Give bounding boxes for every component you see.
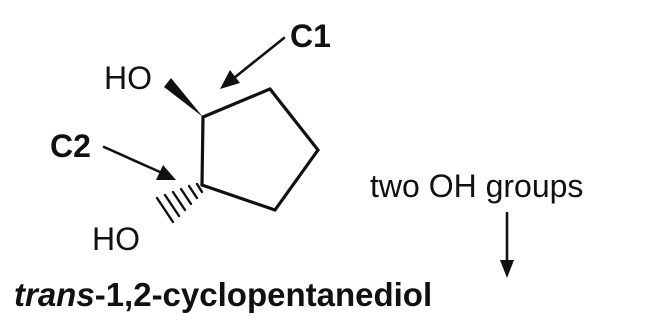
ring-bond-c1-c5 [201, 87, 272, 119]
wedge-bond-c1-oh [164, 78, 203, 117]
cyclopentane-ring [200, 87, 320, 212]
ring-bond-c3-c2 [200, 183, 277, 212]
bottom-hydroxyl-label: HO [92, 221, 140, 257]
compound-name: trans-1,2-cyclopentanediol [14, 276, 432, 313]
ring-bond-c2-c1 [200, 115, 205, 187]
c2-arrow-head [156, 165, 176, 180]
compound-name-rest: -1,2-cyclopentanediol [95, 276, 432, 313]
ring-bond-c5-c4 [268, 87, 320, 152]
top-hydroxyl-label: HO [104, 60, 152, 96]
hashed-bond-c2-oh [155, 182, 204, 224]
c2-arrow-line [102, 145, 162, 174]
c2-label: C2 [50, 128, 91, 164]
oh-groups-note: two OH groups [370, 168, 583, 204]
note-arrow-head [500, 260, 514, 278]
c1-arrow-head [220, 70, 240, 89]
c1-arrow-line [232, 36, 286, 80]
ring-bond-c4-c3 [273, 148, 320, 212]
compound-name-prefix: trans [14, 276, 95, 313]
c1-label: C1 [290, 18, 331, 54]
